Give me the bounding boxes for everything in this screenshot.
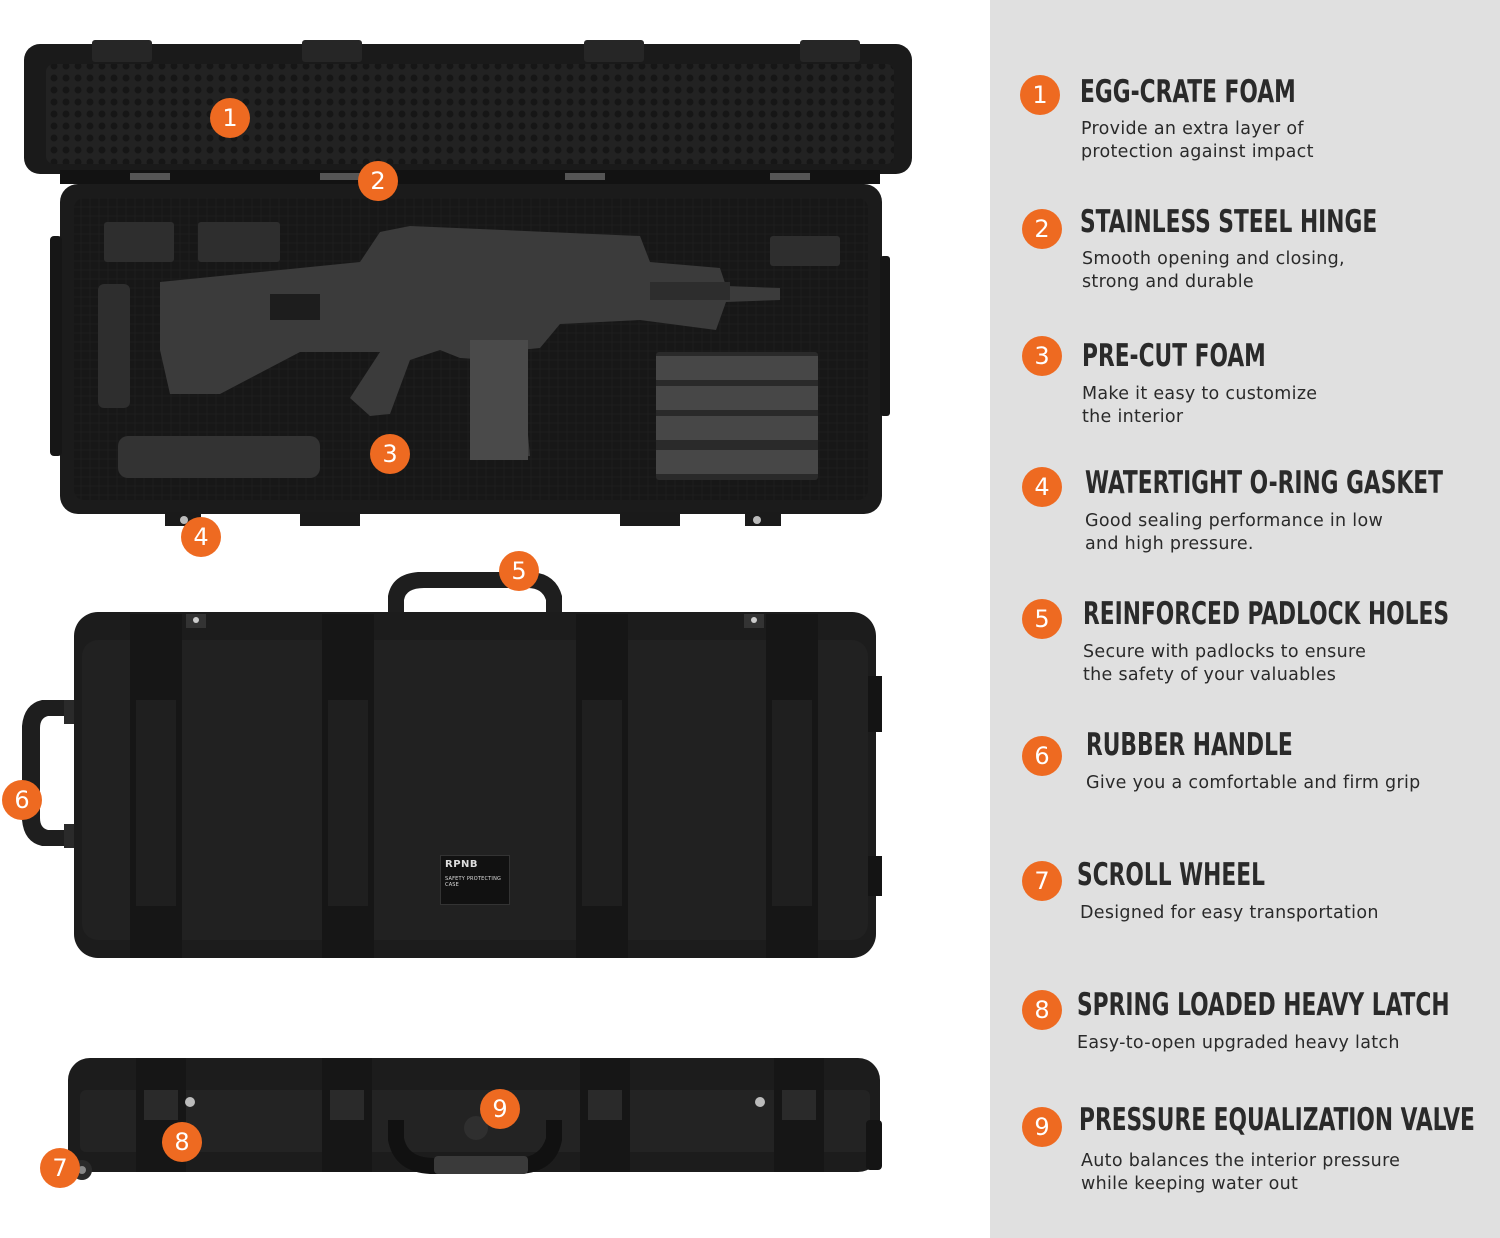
callout-8: 8 bbox=[162, 1122, 202, 1162]
feature-desc-line2: strong and durable bbox=[1082, 272, 1255, 292]
feature-desc-line1: Designed for easy transportation bbox=[1080, 903, 1379, 923]
feature-desc-line1: Good sealing performance in low bbox=[1085, 511, 1384, 531]
feature-title: SPRING LOADED HEAVY LATCH bbox=[1077, 987, 1450, 1023]
callout-7: 7 bbox=[40, 1148, 80, 1188]
feature-desc-line2: the safety of your valuables bbox=[1083, 665, 1337, 685]
feature-number-badge: 7 bbox=[1022, 861, 1062, 901]
feature-number-badge: 5 bbox=[1022, 599, 1062, 639]
callout-2: 2 bbox=[358, 161, 398, 201]
feature-title: STAINLESS STEEL HINGE bbox=[1080, 204, 1378, 240]
product-photo-panel: RPNB SAFETY PROTECTING CASE 1 2 3 4 5 6 … bbox=[2, 40, 912, 1188]
open-case-view bbox=[24, 40, 912, 526]
feature-title: PRESSURE EQUALIZATION VALVE bbox=[1079, 1102, 1475, 1138]
callout-5: 5 bbox=[499, 551, 539, 591]
feature-number-badge: 9 bbox=[1022, 1107, 1062, 1147]
feature-title: EGG-CRATE FOAM bbox=[1080, 74, 1296, 110]
feature-number-badge: 8 bbox=[1022, 990, 1062, 1030]
accessories bbox=[98, 222, 840, 480]
case-brand-label: RPNB SAFETY PROTECTING CASE bbox=[440, 855, 510, 905]
callout-6: 6 bbox=[2, 780, 42, 820]
case-label-text: SAFETY PROTECTING CASE bbox=[445, 876, 502, 888]
rifle-silhouette bbox=[160, 226, 780, 460]
callout-4: 4 bbox=[181, 517, 221, 557]
callout-3: 3 bbox=[370, 434, 410, 474]
callout-1: 1 bbox=[210, 98, 250, 138]
feature-title: PRE-CUT FOAM bbox=[1082, 338, 1266, 374]
feature-title: RUBBER HANDLE bbox=[1086, 727, 1293, 763]
feature-number-badge: 2 bbox=[1022, 209, 1062, 249]
feature-desc-line1: Easy-to-open upgraded heavy latch bbox=[1077, 1033, 1400, 1053]
feature-desc-line2: protection against impact bbox=[1081, 142, 1314, 162]
feature-desc-line1: Provide an extra layer of bbox=[1081, 119, 1304, 139]
feature-desc-line1: Make it easy to customize bbox=[1082, 384, 1318, 404]
feature-number-badge: 4 bbox=[1022, 467, 1062, 507]
feature-number-badge: 6 bbox=[1022, 736, 1062, 776]
features-panel: 1 EGG-CRATE FOAM Provide an extra layer … bbox=[990, 0, 1500, 1238]
feature-title: SCROLL WHEEL bbox=[1077, 857, 1265, 893]
feature-desc-line2: while keeping water out bbox=[1081, 1174, 1299, 1194]
callout-9: 9 bbox=[480, 1089, 520, 1129]
feature-title: REINFORCED PADLOCK HOLES bbox=[1083, 596, 1450, 632]
pressure-valve bbox=[464, 1116, 488, 1140]
feature-title: WATERTIGHT O-RING GASKET bbox=[1085, 465, 1444, 501]
feature-desc-line2: the interior bbox=[1082, 407, 1184, 427]
feature-desc-line2: and high pressure. bbox=[1085, 534, 1254, 554]
brand-label: RPNB bbox=[445, 859, 479, 870]
feature-number-badge: 1 bbox=[1020, 75, 1060, 115]
feature-desc-line1: Secure with padlocks to ensure bbox=[1083, 642, 1367, 662]
feature-desc-line1: Auto balances the interior pressure bbox=[1081, 1151, 1401, 1171]
feature-desc-line1: Give you a comfortable and firm grip bbox=[1086, 773, 1421, 793]
egg-crate-foam bbox=[46, 64, 894, 164]
closed-case-side-view bbox=[68, 1058, 882, 1180]
case-illustration bbox=[22, 40, 912, 1180]
feature-desc-line1: Smooth opening and closing, bbox=[1082, 249, 1345, 269]
stainless-steel-hinge bbox=[60, 170, 880, 184]
closed-case-front-view bbox=[22, 572, 882, 958]
feature-number-badge: 3 bbox=[1022, 336, 1062, 376]
padlock-hole bbox=[193, 617, 199, 623]
